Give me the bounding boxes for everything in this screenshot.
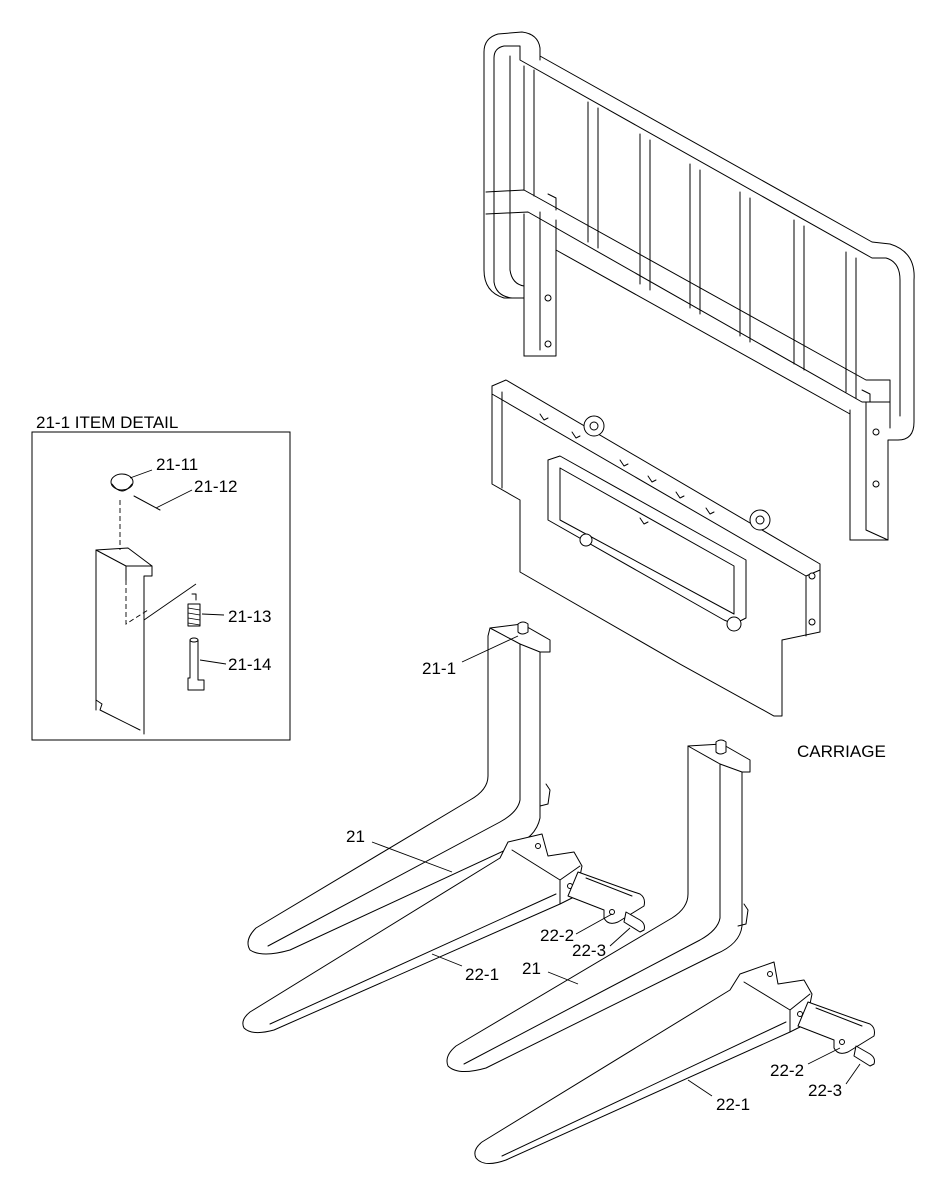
label-22-3-left: 22-3: [572, 941, 606, 960]
label-21-14: 21-14: [228, 655, 271, 674]
load-backrest: [483, 31, 915, 541]
detail-box-frame: [31, 431, 291, 741]
label-21-12: 21-12: [194, 477, 237, 496]
label-21-1: 21-1: [422, 659, 456, 678]
label-carriage: CARRIAGE: [797, 742, 886, 761]
label-22-2-right: 22-2: [770, 1061, 804, 1080]
fork-right: [446, 739, 751, 1072]
labels: 21-1 ITEM DETAIL 21-11 21-12 21-13 21-14…: [36, 413, 886, 1114]
fork-extension-left: [242, 833, 645, 1034]
label-21-11: 21-11: [156, 455, 198, 474]
leader-lines: [129, 469, 861, 1097]
label-21-left: 21: [346, 827, 365, 846]
fork-extension-right: [474, 961, 875, 1164]
detail-box-title: 21-1 ITEM DETAIL: [36, 413, 178, 432]
fork-left: [247, 621, 551, 955]
label-21-right: 21: [522, 959, 541, 978]
label-21-13: 21-13: [228, 607, 271, 626]
label-22-3-right: 22-3: [808, 1081, 842, 1100]
label-22-1-left: 22-1: [465, 965, 499, 984]
label-22-1-right: 22-1: [716, 1095, 750, 1114]
label-22-2-left: 22-2: [540, 926, 574, 945]
carriage: [491, 379, 821, 717]
detail-box: [31, 431, 291, 741]
